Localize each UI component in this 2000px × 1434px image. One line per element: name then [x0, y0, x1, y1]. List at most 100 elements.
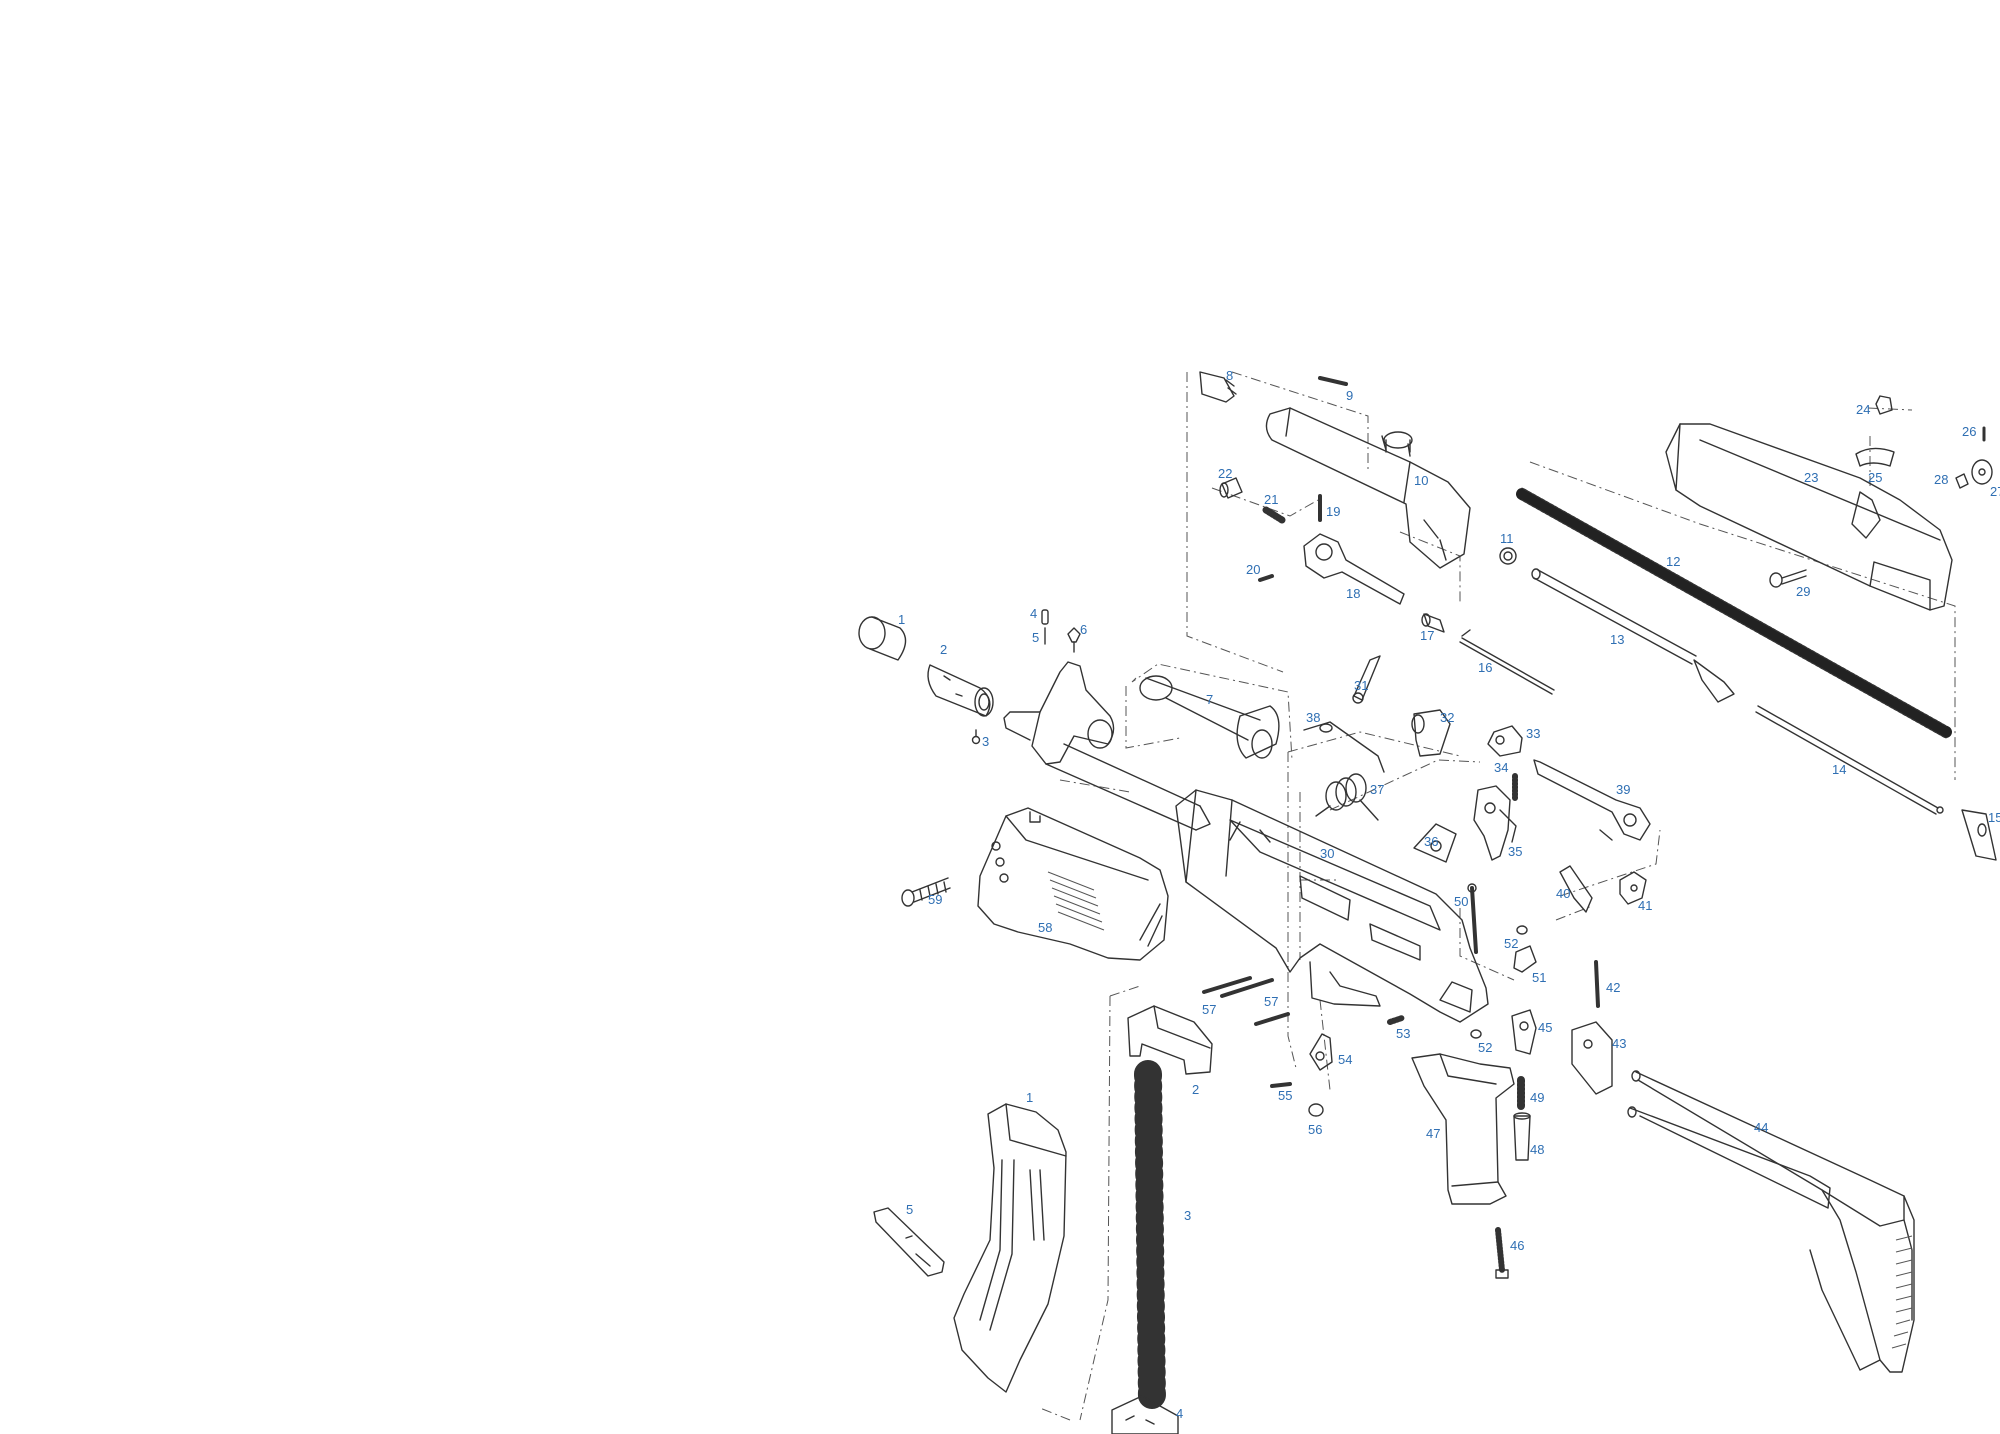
- callout-33: 33: [1526, 726, 1540, 741]
- callout-38: 38: [1306, 710, 1320, 725]
- callout-53: 53: [1396, 1026, 1410, 1041]
- part-4-5-pin-spring: [1041, 609, 1049, 645]
- callout-28: 28: [1934, 472, 1948, 487]
- callout-51: 51: [1532, 970, 1546, 985]
- part-37-hammer-springs: [1315, 773, 1379, 821]
- callout-37: 37: [1370, 782, 1384, 797]
- callout-9: 9: [1346, 388, 1353, 403]
- part-9-pin: [1318, 376, 1348, 386]
- callout-labels: 1 2 3 4 5 6 7 8 9 10 11 12 13 14 15 16 1…: [898, 368, 2000, 1421]
- callout-15: 15: [1988, 810, 2000, 825]
- callout-57b: 57: [1264, 994, 1278, 1009]
- magazine-m5-insert: [873, 1207, 945, 1277]
- callout-11: 11: [1500, 531, 1514, 546]
- callout-35: 35: [1508, 844, 1522, 859]
- callout-magazine-1: 1: [1026, 1090, 1033, 1105]
- part-13-guide-rod: [1531, 568, 1735, 703]
- part-28-detent: [1955, 473, 1969, 489]
- callout-58: 58: [1038, 920, 1052, 935]
- part-14-rod: [1755, 705, 1944, 815]
- callout-22: 22: [1218, 466, 1232, 481]
- callout-46: 46: [1510, 1238, 1524, 1253]
- part-35-trigger: [1473, 785, 1517, 861]
- part-6-front-sight-post: [1067, 627, 1081, 653]
- callout-6: 6: [1080, 622, 1087, 637]
- callout-1: 1: [898, 612, 905, 627]
- callout-7: 7: [1206, 692, 1213, 707]
- callout-magazine-4: 4: [1176, 1406, 1183, 1421]
- callout-8: 8: [1226, 368, 1233, 383]
- part-22-cap: [1219, 477, 1243, 499]
- part-57-pin-pair: [1202, 976, 1274, 998]
- callout-50: 50: [1454, 894, 1468, 909]
- part-21-spring: [1262, 506, 1286, 524]
- part-10-bolt-carrier: [1265, 407, 1471, 569]
- part-43-stock-hinge: [1571, 1021, 1613, 1095]
- callout-42: 42: [1606, 980, 1620, 995]
- callout-10: 10: [1414, 473, 1428, 488]
- part-15-end-cap: [1961, 809, 1997, 861]
- part-56-detent: [1308, 1103, 1324, 1117]
- part-16-firing-pin: [1459, 629, 1555, 695]
- callout-45: 45: [1538, 1020, 1552, 1035]
- part-27-sight-drum: [1971, 459, 1993, 485]
- callout-magazine-5: 5: [906, 1202, 913, 1217]
- barrel-with-front-sight: [1003, 661, 1211, 831]
- part-53-spring: [1387, 1015, 1405, 1025]
- magazine-m2-follower: [1127, 1005, 1213, 1075]
- callout-13: 13: [1610, 632, 1624, 647]
- callout-23: 23: [1804, 470, 1818, 485]
- part-41-block: [1619, 871, 1647, 905]
- part-48-plunger: [1513, 1112, 1531, 1161]
- part-36-spring: [1413, 823, 1457, 863]
- part-33-trip: [1487, 725, 1523, 757]
- part-40-latch: [1559, 865, 1593, 913]
- callout-29: 29: [1796, 584, 1810, 599]
- callout-44: 44: [1754, 1120, 1768, 1135]
- callout-magazine-2: 2: [1192, 1082, 1199, 1097]
- callout-39: 39: [1616, 782, 1630, 797]
- part-20-pin: [1258, 574, 1274, 582]
- part-18-bolt: [1303, 533, 1405, 605]
- part-8-piston-head: [1199, 371, 1237, 403]
- callout-27: 27: [1990, 484, 2000, 499]
- part-50-axis-pin: [1467, 883, 1478, 954]
- callout-16: 16: [1478, 660, 1492, 675]
- callout-36: 36: [1424, 834, 1438, 849]
- callout-41: 41: [1638, 898, 1652, 913]
- part-3-detent-screw: [971, 729, 981, 745]
- part-46-grip-screw: [1495, 1227, 1509, 1279]
- part-31-lever: [1352, 655, 1381, 704]
- part-52-washer-upper: [1516, 925, 1528, 935]
- callout-26: 26: [1962, 424, 1976, 439]
- part-7-gas-tube: [1139, 675, 1280, 759]
- callout-25: 25: [1868, 470, 1882, 485]
- callout-5: 5: [1032, 630, 1039, 645]
- callout-31: 31: [1354, 678, 1368, 693]
- callout-2: 2: [940, 642, 947, 657]
- part-44-folding-stock: [1627, 1070, 1915, 1373]
- callout-54: 54: [1338, 1052, 1352, 1067]
- callout-52b: 52: [1478, 1040, 1492, 1055]
- callout-59: 59: [928, 892, 942, 907]
- callout-56: 56: [1308, 1122, 1322, 1137]
- callout-52a: 52: [1504, 936, 1518, 951]
- part-58-handguard: [977, 807, 1169, 961]
- part-25-sight-leaf: [1855, 447, 1895, 467]
- magazine-m4-floorplate: [1111, 1395, 1179, 1434]
- part-59-screw: [901, 877, 951, 907]
- part-2-flash-hider: [927, 664, 994, 717]
- callout-magazine-3: 3: [1184, 1208, 1191, 1223]
- part-32-hammer-block: [1411, 709, 1451, 757]
- callout-57a: 57: [1202, 1002, 1216, 1017]
- part-38-wire-spring: [1303, 721, 1385, 773]
- part-54-safety: [1309, 1033, 1333, 1071]
- assembly-guides: [1039, 371, 1956, 1421]
- part-11-nut: [1499, 547, 1517, 565]
- part-23-receiver-cover: [1665, 423, 1953, 611]
- handguard-grip-ribs: [1047, 871, 1105, 931]
- part-1-muzzle-cap: [858, 616, 907, 661]
- callout-14: 14: [1832, 762, 1846, 777]
- callout-40: 40: [1556, 886, 1570, 901]
